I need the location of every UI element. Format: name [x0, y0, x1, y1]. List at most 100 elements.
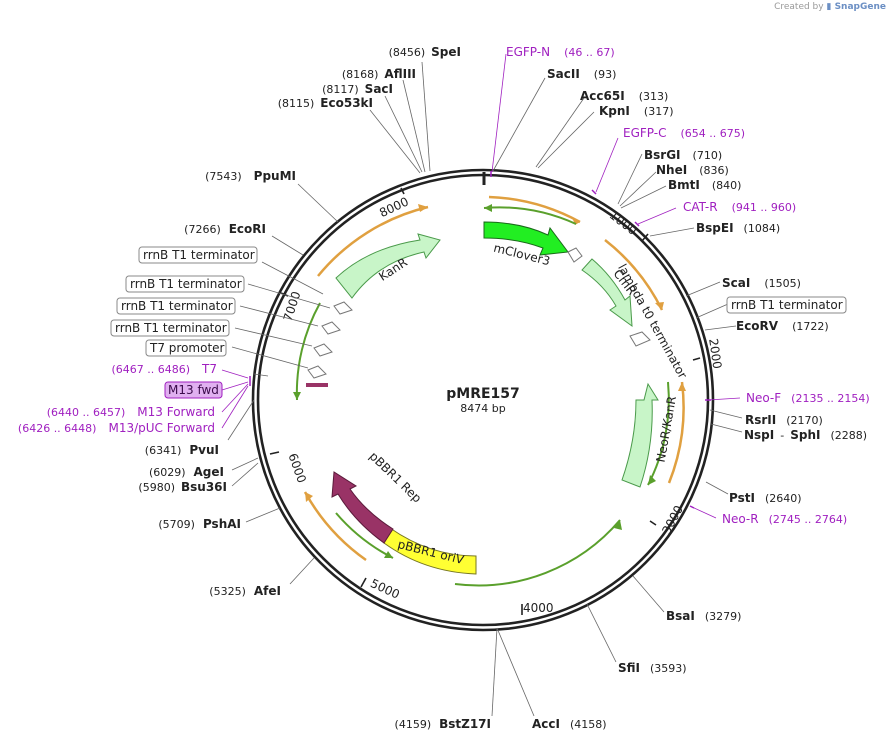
snapgene-credit: Created by ▮ SnapGene: [774, 2, 886, 12]
primer-M13-pUC-Forward: (6426 .. 6448)M13/pUC Forward: [18, 421, 215, 435]
primer-labels: EGFP-N(46 .. 67) EGFP-C(654 .. 675) CAT-…: [18, 45, 870, 526]
site-labels-right: AccI(4158) SfiI(3593) BsaI(3279) PstI(26…: [532, 67, 867, 731]
orf-arc-3-head: [678, 382, 686, 391]
box-M13-fwd: [164, 381, 223, 399]
site-AccI: AccI(4158): [532, 717, 607, 731]
site-BsaI: BsaI(3279): [666, 609, 741, 623]
site-KpnI: KpnI(317): [599, 104, 674, 118]
box-rrnB-1: [138, 246, 258, 264]
tick-label-2000: 2000: [706, 338, 724, 370]
feature-pBBR1-oriV[interactable]: [383, 527, 477, 575]
site-SpeI: (8456)SpeI: [389, 45, 461, 59]
tick-label-6000: 6000: [285, 451, 309, 484]
site-PvuI: (6341)PvuI: [145, 443, 219, 457]
site-NheI: NheI(836): [656, 163, 729, 177]
feature-CmR[interactable]: [581, 258, 633, 328]
terminator-left-4: [307, 365, 327, 379]
primer-T7: (6467 .. 6486)T7: [111, 362, 217, 376]
primer-Neo-F: Neo-F(2135 .. 2154): [746, 391, 870, 405]
box-T7-promoter: [145, 339, 227, 357]
box-rrnB-3-text: rrnB T1 terminator: [121, 299, 233, 313]
site-BspEI: BspEI(1084): [696, 221, 780, 235]
tick-label-3000: 3000: [659, 503, 686, 537]
box-rrnB-4: [110, 319, 230, 337]
site-PpuMI: (7543)PpuMI: [205, 169, 296, 183]
inner-arc-4-head: [384, 551, 393, 558]
site-EcoRV: EcoRV(1722): [736, 319, 829, 333]
box-rrnB-2: [125, 275, 245, 293]
inner-arcs: [293, 204, 670, 587]
site-SacII: SacII(93): [547, 67, 616, 81]
site-ScaI: ScaI(1505): [722, 276, 801, 290]
box-rrnB-right: [726, 296, 847, 314]
inner-arc-2: [647, 381, 670, 486]
site-SfiI: SfiI(3593): [618, 661, 687, 675]
feature-lambda-t0-terminator[interactable]: [567, 247, 583, 263]
leader-lines: [227, 61, 743, 717]
site-NspI-SphI: NspI-SphI(2288): [744, 428, 867, 442]
site-Acc65I: Acc65I(313): [580, 89, 668, 103]
box-rrnB-3: [116, 297, 236, 315]
snapgene-logo-text: SnapGene: [834, 2, 886, 12]
orf-arc-2-head: [655, 302, 664, 310]
site-AflIII: (8168)AflIII: [342, 67, 416, 81]
orf-arc-1: [488, 195, 581, 224]
site-PstI: PstI(2640): [729, 491, 802, 505]
orf-arc-3: [667, 381, 685, 484]
site-RsrII: RsrII(2170): [745, 413, 823, 427]
site-AgeI: (6029)AgeI: [149, 465, 224, 479]
orf-arc-5-head: [418, 204, 428, 212]
site-AfeI: (5325)AfeI: [209, 584, 281, 598]
box-rrnB-right-text: rrnB T1 terminator: [731, 298, 843, 312]
primer-EGFP-C: EGFP-C(654 .. 675): [623, 126, 745, 140]
inner-arc-3-head: [614, 520, 622, 530]
box-rrnB-1-text: rrnB T1 terminator: [143, 248, 255, 262]
feature-NeoR-KanR[interactable]: [621, 382, 659, 488]
feature-pBBR1-Rep[interactable]: [331, 471, 394, 544]
site-Bsu36I: (5980)Bsu36I: [138, 480, 227, 494]
inner-arc-5-head: [293, 392, 301, 400]
inner-arc-1: [483, 206, 577, 225]
tick-label-4000: 4000: [523, 601, 554, 615]
box-T7-promoter-text: T7 promoter: [149, 341, 225, 355]
site-Eco53kI: (8115)Eco53kI: [278, 96, 373, 110]
orf-arc-1-head: [572, 217, 580, 225]
primer-M13-Forward: (6440 .. 6457)M13 Forward: [47, 405, 215, 419]
site-BsrGI: BsrGI(710): [644, 148, 722, 162]
label-NeoR-KanR: NeoR/KanR: [654, 395, 679, 463]
snapgene-logo: ▮ SnapGene: [826, 2, 886, 12]
site-labels-left: (8456)SpeI (8168)AflIII (8117)SacI (8115…: [138, 45, 491, 731]
boxed-labels: rrnB T1 terminator rrnB T1 terminator rr…: [110, 246, 847, 399]
inner-arc-2-head: [648, 475, 656, 485]
inner-arc-3: [454, 519, 621, 587]
site-PshAI: (5709)PshAI: [158, 517, 241, 531]
site-EcoRI: (7266)EcoRI: [184, 222, 266, 236]
credit-text: Created by: [774, 2, 824, 12]
orf-arc-5: [317, 205, 429, 277]
feature-terminator-right[interactable]: [629, 331, 651, 347]
site-BstZ17I: (4159)BstZ17I: [395, 717, 491, 731]
primer-Neo-R: Neo-R(2745 .. 2764): [722, 512, 847, 526]
terminator-left-2: [321, 321, 341, 335]
box-M13-fwd-text: M13 fwd: [168, 383, 219, 397]
primer-CAT-R: CAT-R(941 .. 960): [683, 200, 796, 214]
orf-arcs: [303, 195, 686, 562]
t7-promoter-mark: [306, 383, 328, 387]
terminator-left-1: [333, 301, 353, 315]
box-rrnB-4-text: rrnB T1 terminator: [115, 321, 227, 335]
orf-arc-4-head: [305, 492, 313, 502]
label-pBBR1-Rep: pBBR1 Rep: [367, 449, 425, 505]
site-SacI: (8117)SacI: [322, 82, 393, 96]
left-terminators: [307, 301, 353, 379]
inner-arc-5: [295, 302, 321, 401]
plasmid-size: 8474 bp: [460, 402, 505, 415]
primer-leader-lines: [221, 53, 741, 519]
site-BmtI: BmtI(840): [668, 178, 741, 192]
primer-EGFP-N: EGFP-N(46 .. 67): [506, 45, 615, 59]
box-rrnB-2-text: rrnB T1 terminator: [130, 277, 242, 291]
terminator-left-3: [313, 343, 333, 357]
inner-arc-1-head: [484, 204, 492, 212]
plasmid-name: pMRE157: [446, 386, 520, 402]
feature-KanR[interactable]: [335, 233, 441, 299]
